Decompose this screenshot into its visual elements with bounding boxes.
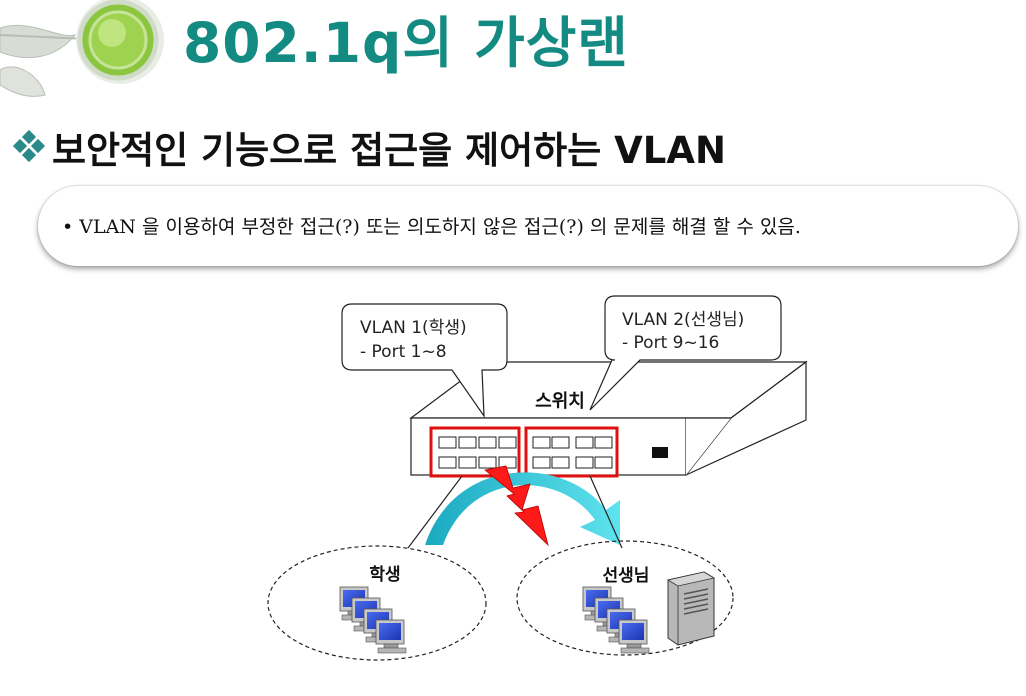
vlan1-port-highlight bbox=[429, 426, 521, 478]
teacher-computers-icon bbox=[582, 586, 650, 654]
student-computers-icon bbox=[339, 586, 407, 654]
student-link-line bbox=[407, 475, 463, 549]
note-box bbox=[38, 186, 1018, 266]
page-title: 802.1q의 가상랜 bbox=[183, 11, 629, 75]
subtitle-row: 보안적인 기능으로 접근을 제어하는 VLAN bbox=[12, 120, 726, 174]
note-text: • VLAN 을 이용하여 부정한 접근(?) 또는 의도하지 않은 접근(?)… bbox=[62, 216, 801, 238]
lightning-bolt-icon bbox=[484, 465, 549, 547]
green-orb-icon bbox=[76, 0, 164, 84]
logo-decoration bbox=[0, 0, 164, 97]
callout-vlan2-line2: - Port 9~16 bbox=[622, 333, 719, 353]
student-group: 학생 bbox=[267, 545, 487, 661]
vlan2-port-highlight bbox=[524, 426, 619, 478]
teacher-group: 선생님 bbox=[516, 540, 734, 656]
leaf-icon bbox=[0, 24, 111, 97]
server-icon bbox=[666, 571, 716, 646]
curved-arrow-icon bbox=[425, 472, 620, 545]
callout-vlan2-line1: VLAN 2(선생님) bbox=[622, 310, 744, 330]
switch-indicator bbox=[652, 447, 668, 458]
switch-label: 스위치 bbox=[535, 391, 585, 412]
diamond-bullet-icon bbox=[12, 129, 46, 163]
student-group-label: 학생 bbox=[369, 565, 400, 585]
callout-vlan1-line1: VLAN 1(학생) bbox=[360, 318, 467, 338]
callout-vlan1-line2: - Port 1~8 bbox=[360, 342, 447, 362]
switch-ports bbox=[438, 436, 613, 469]
teacher-link-line bbox=[589, 475, 623, 549]
teacher-group-label: 선생님 bbox=[603, 566, 650, 586]
callout-vlan2: VLAN 2(선생님) - Port 9~16 bbox=[589, 295, 782, 411]
section-subtitle: 보안적인 기능으로 접근을 제어하는 VLAN bbox=[52, 129, 726, 172]
callout-vlan1: VLAN 1(학생) - Port 1~8 bbox=[341, 303, 508, 419]
